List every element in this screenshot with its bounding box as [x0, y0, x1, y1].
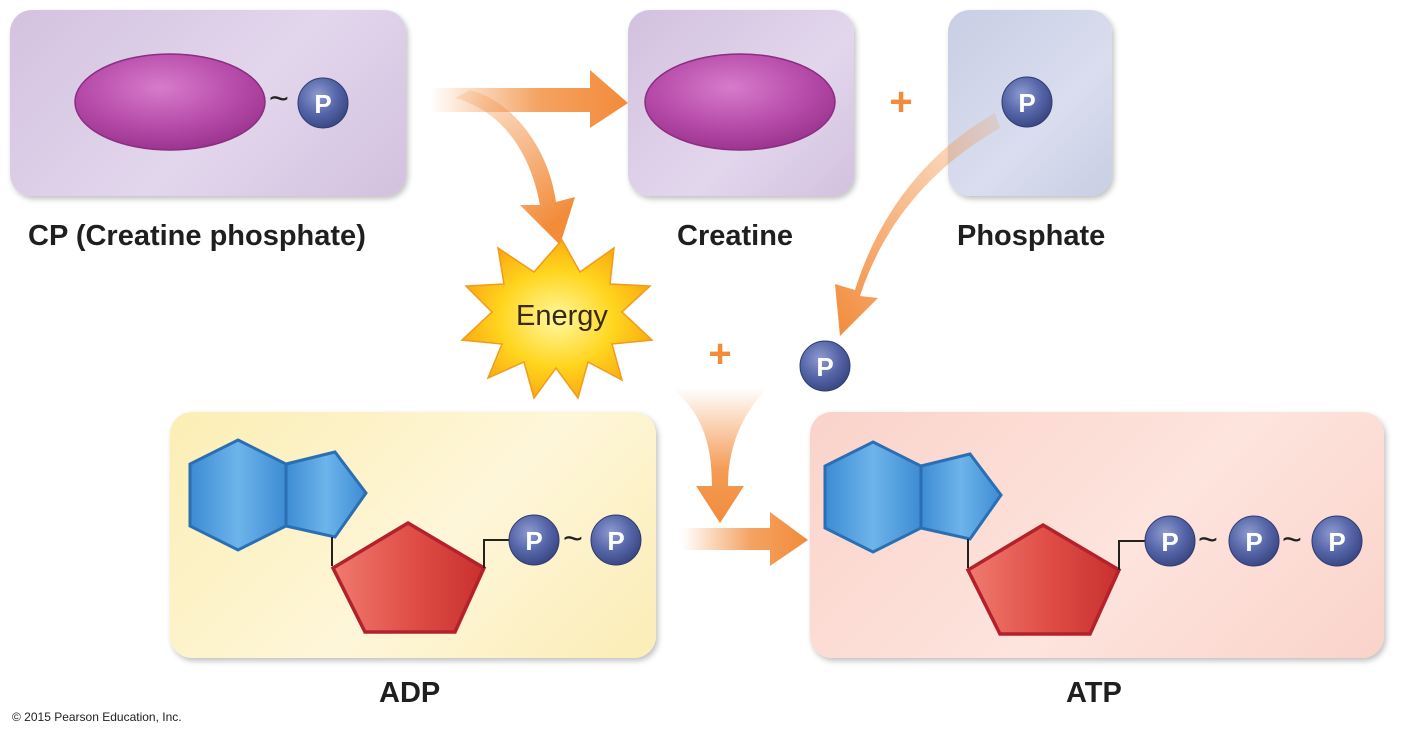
adp-bond: ~: [563, 520, 583, 558]
arrow-cp-to-energy: [455, 90, 575, 245]
atp-ribose-pentagon: [965, 522, 1122, 636]
arrow-funnel-down: [672, 388, 768, 523]
atp-phosphate-3: P: [1311, 515, 1363, 567]
atp-small-pentagon: [919, 452, 1003, 541]
phosphate-ball-top: P: [1001, 76, 1053, 128]
phosphate-top-label: P: [1018, 88, 1035, 118]
plus-creatine-phosphate: +: [889, 80, 912, 124]
phosphate-free-label: P: [816, 352, 833, 382]
adp-phosphate-1: P: [508, 514, 560, 566]
creatine-oval: [644, 53, 836, 151]
atp-phosphate-3-label: P: [1328, 527, 1345, 557]
adp-ribose-pentagon: [330, 520, 487, 634]
atp-phosphate-2-label: P: [1245, 527, 1262, 557]
atp-hexagon: [823, 440, 923, 554]
adp-small-pentagon: [284, 450, 368, 539]
adp-phosphate-1-label: P: [525, 526, 542, 556]
creatine-oval-cp: [74, 53, 266, 151]
adp-phosphate-2-label: P: [607, 526, 624, 556]
atp-bond-1: ~: [1198, 521, 1218, 559]
adp-label: ADP: [379, 677, 441, 709]
cp-label: CP (Creatine phosphate): [28, 220, 366, 252]
creatine-label: Creatine: [677, 220, 794, 252]
phosphate-ball-free: P: [799, 340, 851, 392]
atp-bond-2: ~: [1282, 521, 1302, 559]
adp-molecule: P ~ P: [188, 438, 642, 634]
cp-bond: ~: [269, 80, 289, 118]
plus-energy-phosphate: +: [708, 332, 731, 376]
arrow-cp-to-creatine: [430, 70, 628, 128]
arrow-phosphate-down: [835, 113, 1000, 336]
cp-phosphate-ball: P: [297, 77, 349, 129]
adp-phosphate-2: P: [590, 514, 642, 566]
atp-phosphate-2: P: [1228, 515, 1280, 567]
atp-phosphate-1: P: [1144, 515, 1196, 567]
atp-molecule: P ~ P ~ P: [823, 440, 1363, 636]
cp-phosphate-label: P: [314, 89, 331, 119]
energy-label: Energy: [516, 300, 608, 332]
arrow-adp-to-atp: [682, 512, 808, 566]
copyright-notice: © 2015 Pearson Education, Inc.: [12, 710, 182, 724]
atp-phosphate-1-label: P: [1161, 527, 1178, 557]
atp-label: ATP: [1066, 677, 1122, 709]
adp-hexagon: [188, 438, 288, 552]
energy-burst: Energy: [460, 238, 654, 400]
phosphate-label: Phosphate: [957, 220, 1106, 252]
